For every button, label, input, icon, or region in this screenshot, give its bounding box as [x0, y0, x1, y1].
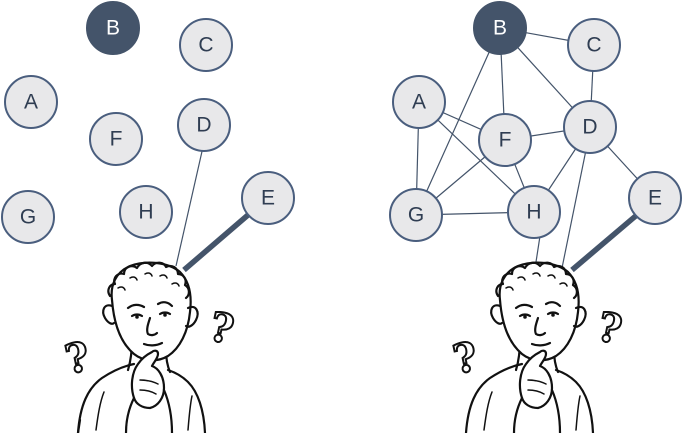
right-link-person-h: [535, 235, 541, 263]
left-link-person-d: [175, 146, 204, 267]
node-label: E: [261, 187, 275, 210]
right-node-f[interactable]: F: [478, 113, 532, 167]
node-label: F: [110, 128, 123, 151]
right-node-c[interactable]: C: [567, 18, 621, 72]
thinking-person-illustration: ? ?: [60, 261, 239, 433]
node-label: E: [648, 187, 662, 210]
question-mark-icon: ?: [449, 333, 482, 384]
right-link-person-d: [561, 149, 587, 269]
node-label: A: [412, 91, 426, 114]
right-node-h[interactable]: H: [507, 185, 561, 239]
left-node-e[interactable]: E: [241, 171, 295, 225]
node-label: C: [198, 34, 213, 57]
node-label: B: [493, 17, 507, 40]
left-panel: B C A D F E G H: [1, 1, 295, 433]
left-node-g[interactable]: G: [1, 190, 55, 244]
node-label: C: [586, 34, 601, 57]
node-label: A: [24, 91, 38, 114]
right-node-b[interactable]: B: [473, 1, 527, 55]
node-label: F: [499, 129, 512, 152]
right-node-g[interactable]: G: [389, 188, 443, 242]
node-label: G: [408, 204, 424, 227]
right-panel: B C A F D E G H: [389, 1, 682, 433]
left-node-h[interactable]: H: [119, 185, 173, 239]
left-node-a[interactable]: A: [4, 75, 58, 129]
edge-b-g: [415, 27, 501, 216]
node-label: B: [106, 17, 120, 40]
right-link-person-e: [570, 211, 640, 273]
node-label: D: [582, 116, 597, 139]
question-mark-icon: ?: [593, 303, 626, 354]
person-figure: [76, 261, 207, 433]
left-node-f[interactable]: F: [89, 112, 143, 166]
left-link-person-e: [182, 212, 250, 273]
right-node-a[interactable]: A: [392, 75, 446, 129]
person-figure: [464, 261, 595, 433]
left-node-c[interactable]: C: [179, 18, 233, 72]
right-node-e[interactable]: E: [628, 171, 682, 225]
left-node-d[interactable]: D: [177, 98, 231, 152]
question-mark-icon: ?: [61, 333, 94, 384]
node-label: H: [526, 201, 541, 224]
node-label: G: [20, 206, 36, 229]
node-label: D: [196, 114, 211, 137]
left-node-b[interactable]: B: [86, 1, 140, 55]
question-mark-icon: ?: [205, 303, 238, 354]
right-node-d[interactable]: D: [563, 100, 617, 154]
node-label: H: [138, 201, 153, 224]
thinking-person-illustration: ? ?: [448, 261, 627, 433]
